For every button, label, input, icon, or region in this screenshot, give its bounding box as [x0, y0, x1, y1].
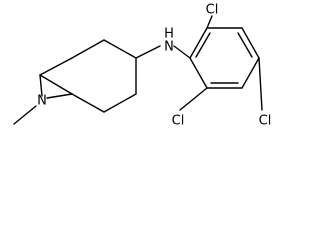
bond	[103, 39, 137, 59]
bond	[71, 39, 105, 59]
bond	[258, 57, 263, 111]
bond	[39, 74, 43, 97]
bond	[13, 105, 37, 125]
bond	[173, 45, 191, 59]
bond	[46, 93, 73, 99]
bond	[39, 74, 73, 95]
atom-label-nitrogen-bridge: N	[37, 94, 47, 109]
bond	[39, 57, 73, 76]
atom-label-chlorine-right: Cl	[259, 114, 272, 129]
atom-label-nitrogen-amine: N	[164, 40, 174, 55]
atom-label-chlorine-top: Cl	[206, 3, 219, 18]
structure-diagram: N H N Cl Cl Cl	[13, 3, 272, 129]
bond	[71, 93, 105, 113]
bond	[189, 27, 208, 59]
bond	[241, 27, 260, 59]
molecule-canvas: N H N Cl Cl Cl	[13, 3, 272, 129]
bond	[135, 45, 161, 59]
bond	[103, 93, 137, 113]
atom-label-chlorine-left: Cl	[172, 114, 185, 129]
bond	[189, 57, 208, 89]
bond	[237, 32, 253, 58]
bond	[241, 57, 260, 89]
bond	[206, 15, 213, 29]
atom-label-h: H	[164, 27, 174, 42]
bond	[195, 32, 211, 58]
bond	[179, 87, 208, 111]
